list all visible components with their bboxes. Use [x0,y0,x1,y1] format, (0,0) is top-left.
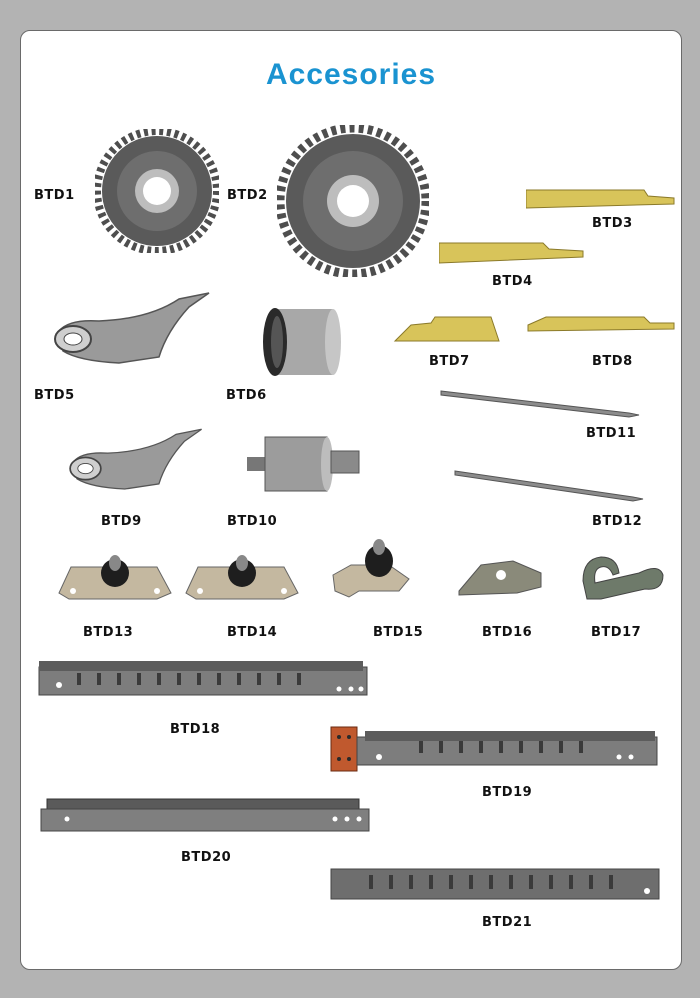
bracket-btd15-image [332,539,410,598]
blade-btd3-image [526,189,675,209]
item-label-btd21: BTD21 [482,915,533,930]
item-label-btd15: BTD15 [373,625,424,640]
blade-btd4-image [439,242,584,264]
item-label-btd2: BTD2 [227,188,268,203]
bushing-btd6-image [263,308,341,376]
rack-bar-btd21-image [330,868,660,900]
rail-bar-btd20-image [40,798,370,832]
roller-btd10-image [247,436,360,492]
item-label-btd16: BTD16 [482,625,533,640]
needle-btd12-image [454,470,644,502]
item-label-btd13: BTD13 [83,625,134,640]
page-title: Accesories [265,58,437,91]
hook-btd17-image [582,556,664,600]
item-label-btd7: BTD7 [429,354,470,369]
item-label-btd19: BTD19 [482,785,533,800]
item-label-btd18: BTD18 [170,722,221,737]
item-label-btd12: BTD12 [592,514,643,529]
item-label-btd5: BTD5 [34,388,75,403]
item-label-btd20: BTD20 [181,850,232,865]
item-label-btd4: BTD4 [492,274,533,289]
item-label-btd17: BTD17 [591,625,642,640]
item-label-btd6: BTD6 [226,388,267,403]
item-label-btd8: BTD8 [592,354,633,369]
gear-btd2-image [277,125,429,277]
lever-btd9-image [69,428,202,490]
item-label-btd11: BTD11 [586,426,637,441]
item-label-btd10: BTD10 [227,514,278,529]
rack-bar-btd19-image [330,726,658,772]
bracket-btd13-image [58,555,172,600]
lever-btd5-image [54,292,210,364]
hook-plate-btd16-image [458,560,542,596]
item-label-btd3: BTD3 [592,216,633,231]
blade-btd8-image [527,316,675,332]
bracket-btd14-image [185,555,299,600]
gear-btd1-image [95,129,219,253]
item-label-btd1: BTD1 [34,188,75,203]
item-label-btd9: BTD9 [101,514,142,529]
item-label-btd14: BTD14 [227,625,278,640]
blade-btd7-image [393,316,500,342]
rack-bar-btd18-image [38,661,368,696]
catalog-sheet: Accesories BTD1 BTD2 BTD3 BTD4 BTD5 [20,30,682,970]
needle-btd11-image [440,390,640,418]
